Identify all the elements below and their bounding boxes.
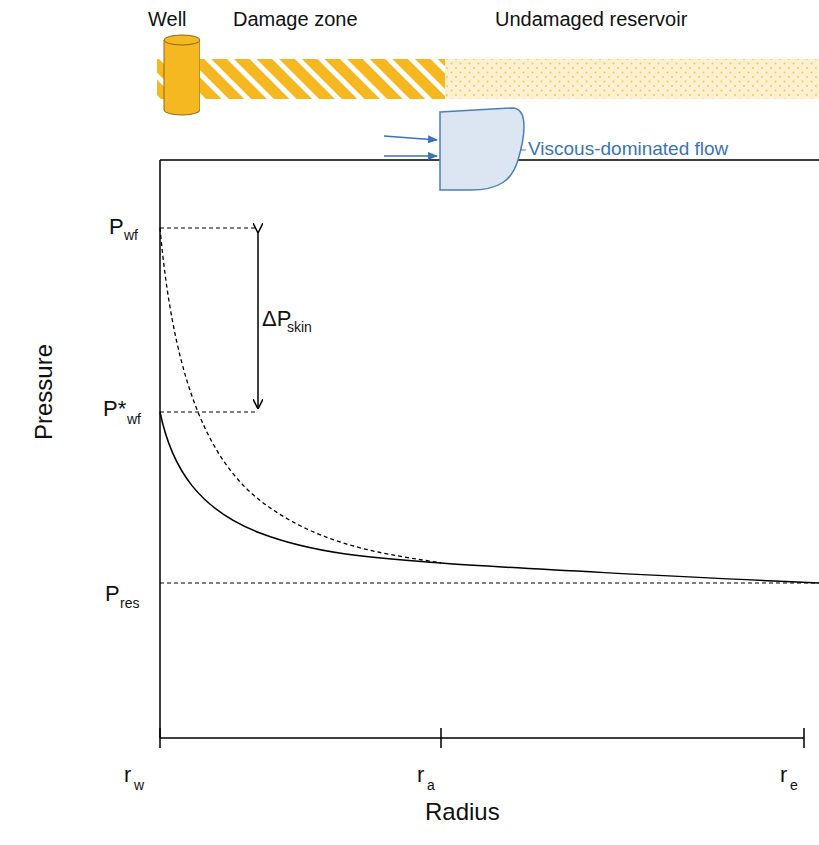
subscript: e: [790, 778, 798, 792]
pwf-line: [160, 228, 258, 229]
plot-frame: [160, 160, 819, 738]
radius-symbol: r: [124, 764, 131, 786]
damage-zone-band-shape: [157, 57, 445, 101]
flow-shape: [440, 108, 524, 190]
subscript: wf: [127, 412, 141, 426]
reservoir-band-shape: [445, 57, 819, 101]
skin-symbol: ΔP: [262, 308, 291, 330]
zone-heading: Damage zone: [233, 8, 445, 31]
radius-symbol: r: [780, 764, 787, 786]
well-cylinder-shape: [140, 34, 200, 118]
x-axis: [160, 737, 804, 739]
skin-arrow: [257, 232, 259, 408]
damage-zone-band: Damage zone: [157, 8, 445, 101]
subscript: a: [427, 778, 435, 792]
axis-title: Radius: [425, 800, 500, 824]
axis-ticks: [160, 728, 804, 748]
pressure-symbol: P*: [103, 398, 126, 420]
axis-title: Pressure: [32, 344, 56, 440]
subscript: res: [120, 596, 139, 610]
zone-heading: Undamaged reservoir: [495, 8, 819, 31]
well-cylinder: Well: [140, 8, 200, 118]
reservoir-band: Undamaged reservoir: [445, 8, 819, 101]
radius-symbol: r: [417, 764, 424, 786]
subscript: wf: [124, 228, 138, 242]
subscript: skin: [287, 320, 312, 334]
pressure-curve: [160, 412, 819, 583]
pwf-star-line: [160, 412, 258, 413]
flow-arrow: [384, 136, 437, 140]
flow-arrow: [384, 155, 437, 157]
flow-label: Viscous-dominated flow: [528, 139, 728, 158]
subscript: w: [134, 778, 144, 792]
damaged-pressure-curve: [160, 228, 441, 563]
pres-line: [160, 583, 819, 584]
zone-heading: Well: [148, 8, 200, 31]
pressure-symbol: P: [109, 216, 124, 238]
pressure-symbol: P: [105, 583, 120, 605]
